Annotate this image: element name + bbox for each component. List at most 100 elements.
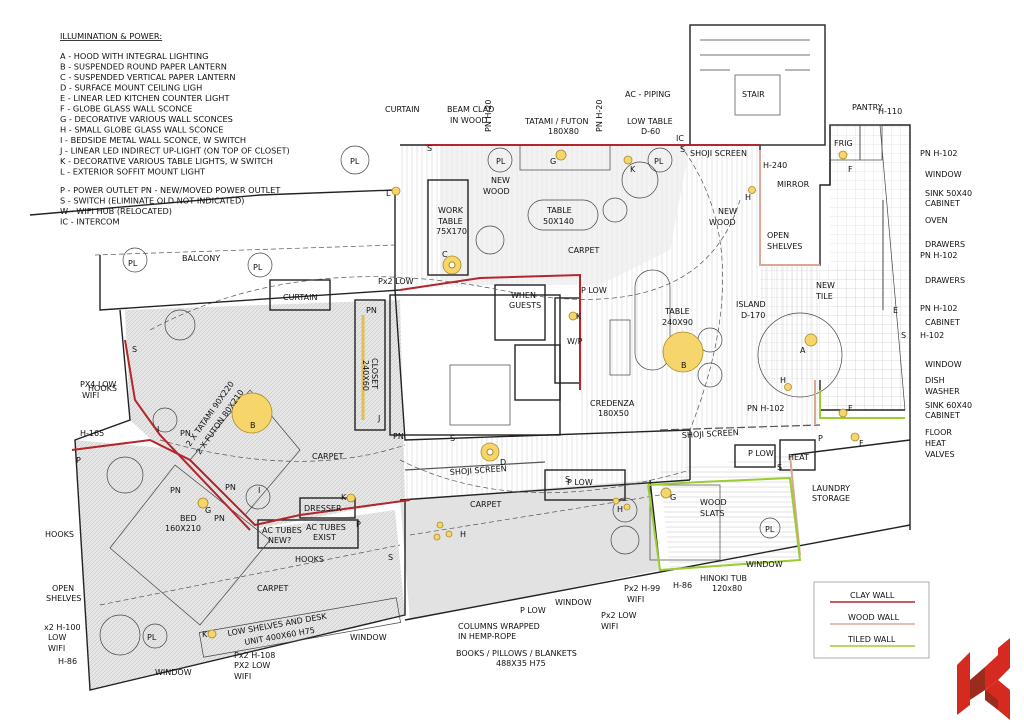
plan-label: K <box>202 630 208 639</box>
plan-label: Px2 LOW <box>601 611 637 620</box>
plan-label: TATAMI / FUTON <box>524 117 589 126</box>
plan-label: DRESSER <box>304 504 342 513</box>
plan-label: G <box>205 506 211 515</box>
plan-label: D - SURFACE MOUNT CEILING LIGH <box>60 83 202 93</box>
plan-label: 180X80 <box>548 127 579 136</box>
plan-label: P LOW <box>520 606 546 615</box>
plan-label: WOOD <box>700 498 727 507</box>
lamp-k3 <box>346 493 356 503</box>
wall-legend: CLAY WALL WOOD WALL TILED WALL <box>813 581 930 659</box>
plan-label: PANTRY <box>852 103 883 112</box>
legend-title: ILLUMINATION & POWER: <box>60 31 162 41</box>
plan-label: S <box>680 145 685 154</box>
plan-label: WINDOW <box>555 598 592 607</box>
plan-label: PX4 LOW <box>80 380 116 389</box>
plan-label: SHOJI SCREEN <box>450 464 507 477</box>
lamp-g <box>555 149 567 161</box>
plan-label: HEAT <box>925 439 946 448</box>
plan-label: AC TUBES <box>306 523 346 532</box>
plan-label: H-165 <box>80 429 104 438</box>
plan-label: PN <box>180 429 191 438</box>
plan-label: F <box>848 165 853 174</box>
plan-label: 180X50 <box>598 409 629 418</box>
plan-label: K <box>576 312 582 321</box>
plan-label: PL <box>765 525 775 534</box>
plan-label: P <box>818 434 823 443</box>
plan-label: P - POWER OUTLET PN - NEW/MOVED POWER OU… <box>60 185 281 195</box>
plan-label: IN WOOD <box>450 116 488 125</box>
plan-label: OPEN <box>52 584 74 593</box>
lamp-f2 <box>838 408 848 418</box>
plan-label: PN H-102 <box>920 251 958 260</box>
plan-label: B <box>250 421 256 430</box>
plan-label: B - SUSPENDED ROUND PAPER LANTERN <box>60 62 227 72</box>
plan-label: C - SUSPENDED VERTICAL PAPER LANTERN <box>60 72 236 82</box>
plan-label: PL <box>350 157 360 166</box>
plan-label: SINK 50X40 <box>925 189 972 198</box>
plan-label: F <box>859 439 864 448</box>
plan-label: I <box>258 486 260 495</box>
plan-label: I - BEDSIDE METAL WALL SCONCE, W SWITCH <box>60 135 246 145</box>
plan-label: CURTAIN <box>283 293 318 302</box>
plan-label: W/P <box>567 337 583 346</box>
plan-label: WASHER <box>925 387 960 396</box>
plan-label: P LOW <box>581 286 607 295</box>
plan-label: PN H-102 <box>920 304 958 313</box>
plan-label: WOOD <box>709 218 736 227</box>
lamp-h <box>748 186 756 194</box>
plan-label: H <box>617 505 623 514</box>
plan-label: 50X140 <box>543 217 574 226</box>
lamp-h2 <box>784 383 792 391</box>
plan-label: PN H-20 <box>484 100 493 132</box>
plan-label: WINDOW <box>155 668 192 677</box>
plan-label: W - WIFI HUB (RELOCATED) <box>60 206 172 216</box>
plan-label: WIFI <box>234 672 251 681</box>
plan-label: PN <box>214 514 225 523</box>
plan-label: D-170 <box>741 311 765 320</box>
plan-label: PN <box>225 483 236 492</box>
plan-label: PN H-102 <box>747 404 785 413</box>
plan-label: D <box>500 458 506 467</box>
plan-label: B <box>681 361 687 370</box>
logo <box>957 638 1010 720</box>
plan-label: PN <box>170 486 181 495</box>
lamp-f <box>838 150 848 160</box>
plan-label: H-110 <box>878 107 902 116</box>
plan-label: H <box>780 376 786 385</box>
lamp-f3 <box>850 432 860 442</box>
plan-label: H-86 <box>58 657 77 666</box>
plan-label: BOOKS / PILLOWS / BLANKETS <box>456 649 577 658</box>
plan-label: WOOD WALL <box>848 613 900 622</box>
plan-label: PN <box>393 432 404 441</box>
plan-label: H-102 <box>920 331 944 340</box>
plan-label: S <box>901 331 906 340</box>
plan-label: WIFI <box>82 391 99 400</box>
plan-label: ISLAND <box>736 300 766 309</box>
plan-label: x2 H-100 <box>44 623 81 632</box>
plan-label: A - HOOD WITH INTEGRAL LIGHTING <box>60 51 209 61</box>
plan-label: HEAT <box>788 453 809 462</box>
plan-label: FRIG <box>834 139 853 148</box>
plan-label: S <box>388 553 393 562</box>
plan-label: CARPET <box>257 584 288 593</box>
plan-label: SHOJI SCREEN <box>690 149 747 158</box>
legend: ILLUMINATION & POWER: A - HOOD WITH INTE… <box>59 31 290 227</box>
lamp-h3 <box>436 521 444 529</box>
plan-label: H <box>460 530 466 539</box>
plan-label: SHELVES <box>767 242 802 251</box>
plan-label: IC <box>676 134 684 143</box>
plan-label: PL <box>128 259 138 268</box>
plan-label: NEW <box>718 207 737 216</box>
plan-label: S <box>777 463 782 472</box>
plan-label: K <box>630 165 636 174</box>
plan-label: CABINET <box>925 199 960 208</box>
plan-label: P <box>356 520 361 529</box>
plan-label: IC - INTERCOM <box>60 217 120 227</box>
plan-label: CARPET <box>568 246 599 255</box>
plan-label: HOOKS <box>45 530 74 539</box>
plan-label: L - EXTERIOR SOFFIT MOUNT LIGHT <box>60 167 206 177</box>
plan-label: LOW TABLE <box>627 117 673 126</box>
plan-label: WINDOW <box>350 633 387 642</box>
plan-label: HINOKI TUB <box>700 574 747 583</box>
